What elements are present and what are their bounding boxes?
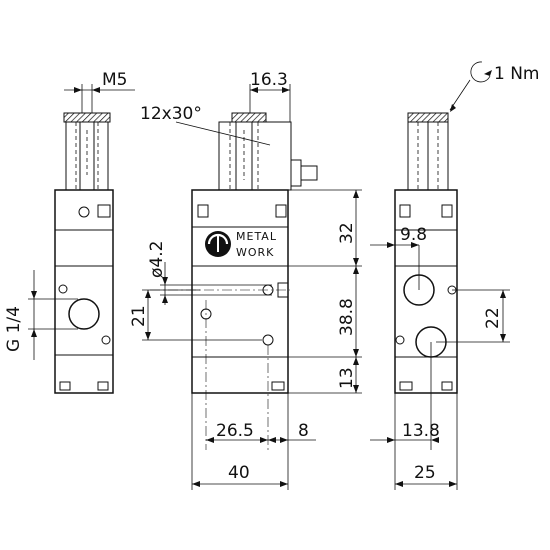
dim-hole-dia: ø4.2 (147, 241, 167, 278)
dim-9-8: 9.8 (400, 225, 427, 245)
front-knurled-knob (231, 112, 267, 123)
dim-25: 25 (414, 463, 436, 483)
metalwork-logo: METAL WORK (205, 230, 277, 259)
dim-13-8: 13.8 (402, 421, 440, 441)
torque-icon (470, 61, 492, 83)
dim-g14: G 1/4 (4, 306, 24, 352)
dim-26-5: 26.5 (216, 421, 254, 441)
dim-32: 32 (337, 222, 357, 244)
left-port-g14 (68, 298, 100, 330)
dim-13: 13 (337, 367, 357, 389)
left-knurled-knob (63, 112, 111, 123)
left-side-view: M5 G 1/4 (4, 70, 135, 394)
logo-line-2: WORK (236, 246, 274, 259)
left-hole-upper (58, 284, 68, 294)
right-side-view: 1 Nm 9.8 22 13.8 25 (370, 61, 540, 490)
front-connector (290, 159, 302, 187)
front-body-outline (191, 189, 289, 394)
dim-16-3: 16.3 (250, 70, 288, 90)
logo-line-1: METAL (236, 230, 277, 243)
dim-40: 40 (228, 463, 250, 483)
dim-38-8: 38.8 (337, 298, 357, 336)
left-body-outline (54, 189, 114, 394)
right-knurled-knob (407, 112, 449, 123)
dim-8: 8 (298, 421, 309, 441)
left-hole-lower (101, 335, 111, 345)
dim-m5: M5 (102, 70, 127, 90)
dim-torque: 1 Nm (494, 64, 540, 84)
front-view: METAL WORK 16.3 12x30° (129, 70, 362, 490)
dim-angle: 12x30° (140, 104, 202, 124)
dim-22: 22 (483, 307, 503, 329)
dim-21: 21 (129, 305, 149, 327)
front-hole-bottom-right (262, 334, 274, 346)
right-hole-lower (395, 335, 405, 345)
left-top-screw (78, 206, 90, 218)
